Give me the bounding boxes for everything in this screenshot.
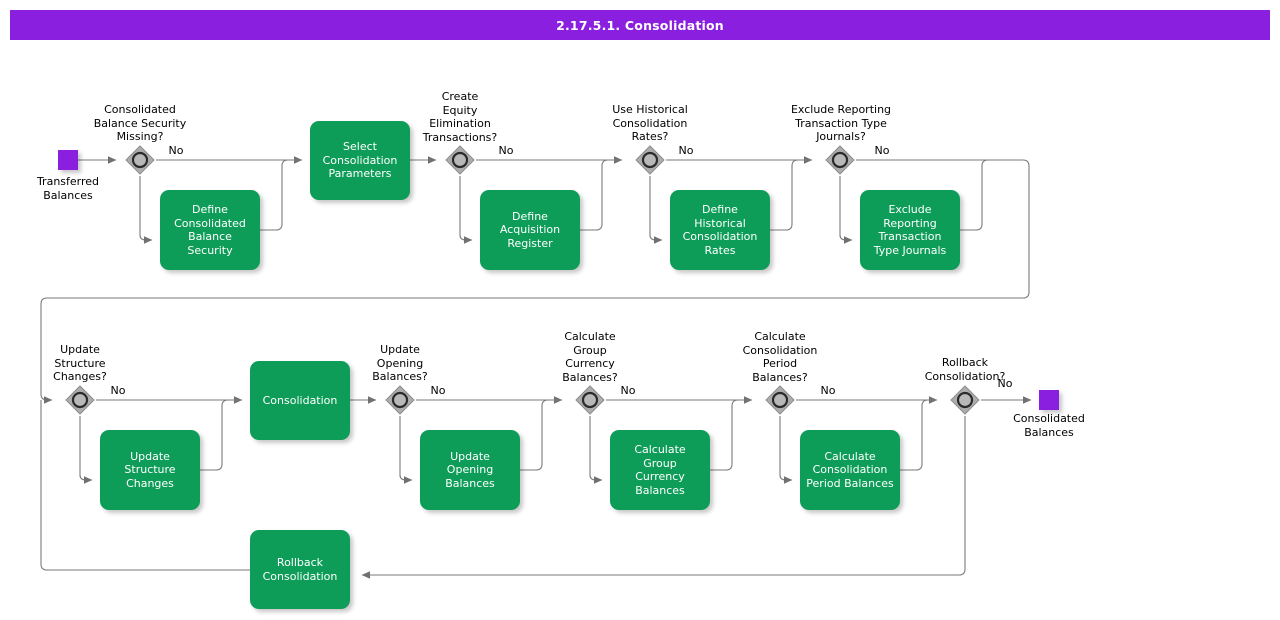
edge-g3-yes-to-t4 [649, 176, 663, 244]
start-event-transferred-balances[interactable] [58, 150, 78, 170]
task-update-opening-balances[interactable]: Update Opening Balances [420, 430, 520, 510]
edge-t3-to-g3 [580, 159, 622, 231]
edge-t4-to-g4 [770, 159, 812, 231]
gateway-update-opening-balances[interactable] [384, 384, 416, 416]
gateway-2-label: Create Equity Elimination Transactions? [422, 90, 498, 144]
task-select-consolidation-parameters[interactable]: Select Consolidation Parameters [310, 121, 410, 200]
start-event-label: Transferred Balances [36, 175, 100, 202]
gateway-1-branch-label: No [168, 144, 184, 157]
gateway-9-branch-label: No [997, 377, 1013, 390]
edge-g8-yes-to-t10 [779, 416, 793, 484]
gateway-7-branch-label: No [620, 384, 636, 397]
gateway-8-label: Calculate Consolidation Period Balances? [742, 330, 818, 384]
task-label: Select Consolidation Parameters [322, 140, 398, 181]
gateway-exclude-reporting-transaction-type-journals[interactable] [824, 144, 856, 176]
end-event-label: Consolidated Balances [1013, 412, 1085, 439]
task-label: Calculate Group Currency Balances [634, 443, 686, 497]
end-event-consolidated-balances[interactable] [1039, 390, 1059, 410]
task-label: Exclude Reporting Transaction Type Journ… [873, 203, 947, 257]
task-label: Define Historical Consolidation Rates [682, 203, 758, 257]
gateway-9-label: Rollback Consolidation? [924, 356, 1006, 383]
edge-t8-to-g7 [520, 399, 562, 471]
task-label: Define Consolidated Balance Security [174, 203, 246, 257]
task-label: Define Acquisition Register [499, 209, 561, 250]
task-define-historical-consolidation-rates[interactable]: Define Historical Consolidation Rates [670, 190, 770, 270]
edge-g6-yes-to-t8 [399, 416, 413, 484]
edge-g1-yes-to-t1 [139, 176, 153, 244]
gateway-consolidated-balance-security-missing[interactable] [124, 144, 156, 176]
page-title: 2.17.5.1. Consolidation [556, 17, 724, 33]
task-rollback-consolidation[interactable]: Rollback Consolidation [250, 530, 350, 609]
gateway-4-branch-label: No [874, 144, 890, 157]
gateway-create-equity-elimination-transactions[interactable] [444, 144, 476, 176]
gateway-8-branch-label: No [820, 384, 836, 397]
task-define-consolidated-balance-security[interactable]: Define Consolidated Balance Security [160, 190, 260, 270]
task-calculate-consolidation-period-balances[interactable]: Calculate Consolidation Period Balances [800, 430, 900, 510]
task-label: Update Opening Balances [445, 449, 495, 490]
edge-t5-to-row2 [960, 159, 1023, 231]
task-label: Calculate Consolidation Period Balances [806, 449, 894, 490]
gateway-5-label: Update Structure Changes? [53, 343, 107, 383]
edge-g5-yes-to-t6 [79, 416, 93, 484]
task-label: Consolidation [262, 393, 338, 407]
gateway-5-branch-label: No [110, 384, 126, 397]
gateway-6-branch-label: No [430, 384, 446, 397]
edge-g2-yes-to-t3 [459, 176, 473, 244]
gateway-calculate-consolidation-period-balances[interactable] [764, 384, 796, 416]
page-title-bar: 2.17.5.1. Consolidation [10, 10, 1270, 40]
gateway-rollback-consolidation[interactable] [949, 384, 981, 416]
gateway-use-historical-consolidation-rates[interactable] [634, 144, 666, 176]
gateway-calculate-group-currency-balances[interactable] [574, 384, 606, 416]
edge-g7-yes-to-t9 [589, 416, 603, 484]
task-consolidation[interactable]: Consolidation [250, 361, 350, 440]
edge-t6-to-t7 [200, 399, 242, 471]
gateway-4-label: Exclude Reporting Transaction Type Journ… [790, 103, 892, 143]
task-exclude-reporting-transaction-type-journals[interactable]: Exclude Reporting Transaction Type Journ… [860, 190, 960, 270]
gateway-2-branch-label: No [498, 144, 514, 157]
edge-t9-to-g8 [710, 399, 752, 471]
gateway-7-label: Calculate Group Currency Balances? [562, 330, 618, 384]
gateway-update-structure-changes[interactable] [64, 384, 96, 416]
gateway-1-label: Consolidated Balance Security Missing? [93, 103, 187, 143]
task-label: Update Structure Changes [124, 449, 176, 490]
edge-t10-to-g9 [900, 399, 937, 471]
edge-g4-yes-to-t5 [839, 176, 853, 244]
gateway-6-label: Update Opening Balances? [372, 343, 428, 383]
edge-t1-to-t2 [260, 159, 302, 231]
task-calculate-group-currency-balances[interactable]: Calculate Group Currency Balances [610, 430, 710, 510]
task-define-acquisition-register[interactable]: Define Acquisition Register [480, 190, 580, 270]
task-update-structure-changes[interactable]: Update Structure Changes [100, 430, 200, 510]
gateway-3-branch-label: No [678, 144, 694, 157]
task-label: Rollback Consolidation [262, 556, 338, 583]
gateway-3-label: Use Historical Consolidation Rates? [612, 103, 688, 143]
